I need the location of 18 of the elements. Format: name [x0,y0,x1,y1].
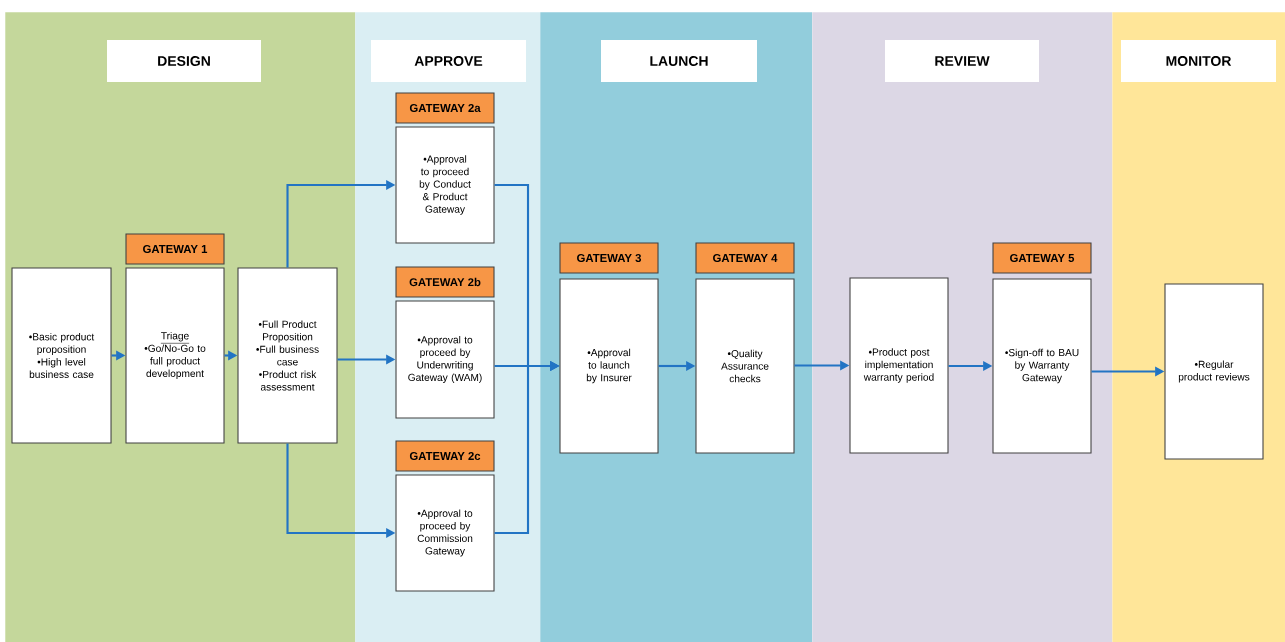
process-box: •Quality Assurance checks [695,278,795,454]
gateway-label: GATEWAY 1 [125,233,225,265]
process-box: •Approval to proceed by Conduct & Product Gateway [395,126,495,244]
process-box: •Sign-off to BAU by Warranty Gateway [992,278,1092,454]
process-box: •Approval to launch by Insurer [559,278,659,454]
gateway-label: GATEWAY 3 [559,242,659,274]
process-box: •Basic product proposition •High level business case [11,267,112,444]
gateway-label: GATEWAY 4 [695,242,795,274]
gateway-label: GATEWAY 2c [395,440,495,472]
process-box: •Approval to proceed by Commission Gateway [395,474,495,592]
gateway-label: GATEWAY 5 [992,242,1092,274]
gateway-label: GATEWAY 2b [395,266,495,298]
process-box: •Full Product Proposition •Full business case •Product risk assessment [237,267,338,444]
gateway-label: GATEWAY 2a [395,92,495,124]
process-box: Triage •Go/No-Go to full product development [125,267,225,444]
process-box: •Approval to proceed by Underwriting Gateway (WAM) [395,300,495,419]
process-box: •Product post implementation warranty period [849,277,949,454]
process-box: •Regular product reviews [1164,283,1264,460]
